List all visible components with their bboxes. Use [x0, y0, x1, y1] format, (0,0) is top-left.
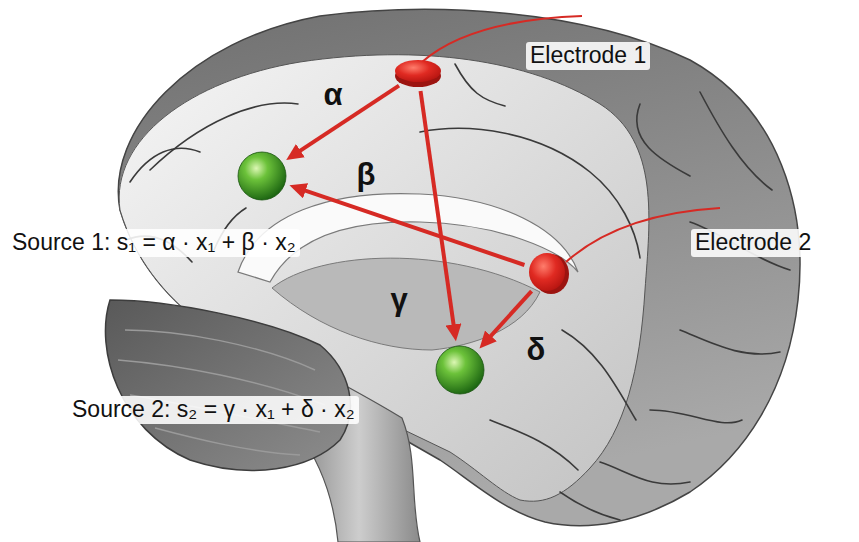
- sulcus-line: [420, 128, 640, 258]
- sphere-body: [436, 346, 484, 394]
- weight-arrow: [300, 86, 399, 152]
- sulcus-line: [637, 104, 690, 176]
- electrode-label: Electrode 2: [691, 229, 815, 257]
- folium-line: [155, 428, 300, 455]
- sulci: [126, 64, 790, 520]
- sphere-shape: [435, 345, 485, 395]
- weight-label: α: [323, 77, 342, 113]
- electrode-label: Electrode 1: [526, 42, 650, 70]
- sphere-body: [238, 152, 286, 200]
- weight-arrow: [305, 190, 525, 265]
- source-sphere: Source 1: s₁ = α · x₁ + β · x₂: [237, 151, 287, 201]
- sulcus-line: [490, 420, 578, 470]
- cerebellum-folia: [118, 330, 325, 455]
- sulcus-line: [680, 330, 780, 354]
- tilted-shape: [526, 252, 570, 294]
- thalamus: [272, 258, 540, 350]
- source-sphere: Source 2: s₂ = γ · x₁ + δ · x₂: [435, 345, 485, 395]
- sulcus-line: [560, 492, 620, 520]
- source-label: Source 2: s₂ = γ · x₁ + δ · x₂: [68, 396, 359, 424]
- sulcus-line: [455, 64, 505, 106]
- disk-top: [529, 253, 565, 291]
- sulcus-line: [130, 148, 200, 182]
- weight-arrow: [490, 291, 531, 337]
- weight-label: β: [357, 157, 376, 193]
- sulcus-line: [700, 92, 772, 190]
- disk-top: [395, 60, 441, 82]
- weight-label: δ: [527, 332, 546, 368]
- sphere-shape: [237, 151, 287, 201]
- weight-arrow: [421, 91, 454, 326]
- sulcus-line: [600, 462, 690, 484]
- cerebellum: [105, 300, 350, 470]
- electrode-disk: Electrode 1: [394, 58, 442, 88]
- electrode-cables: [422, 16, 720, 262]
- sulcus-line: [562, 330, 636, 420]
- electrode-disk: Electrode 2: [526, 252, 570, 294]
- sulcus-line: [650, 410, 742, 423]
- weight-label: γ: [390, 282, 407, 318]
- disk-shape: [394, 58, 442, 88]
- source-label: Source 1: s₁ = α · x₁ + β · x₂: [8, 229, 300, 257]
